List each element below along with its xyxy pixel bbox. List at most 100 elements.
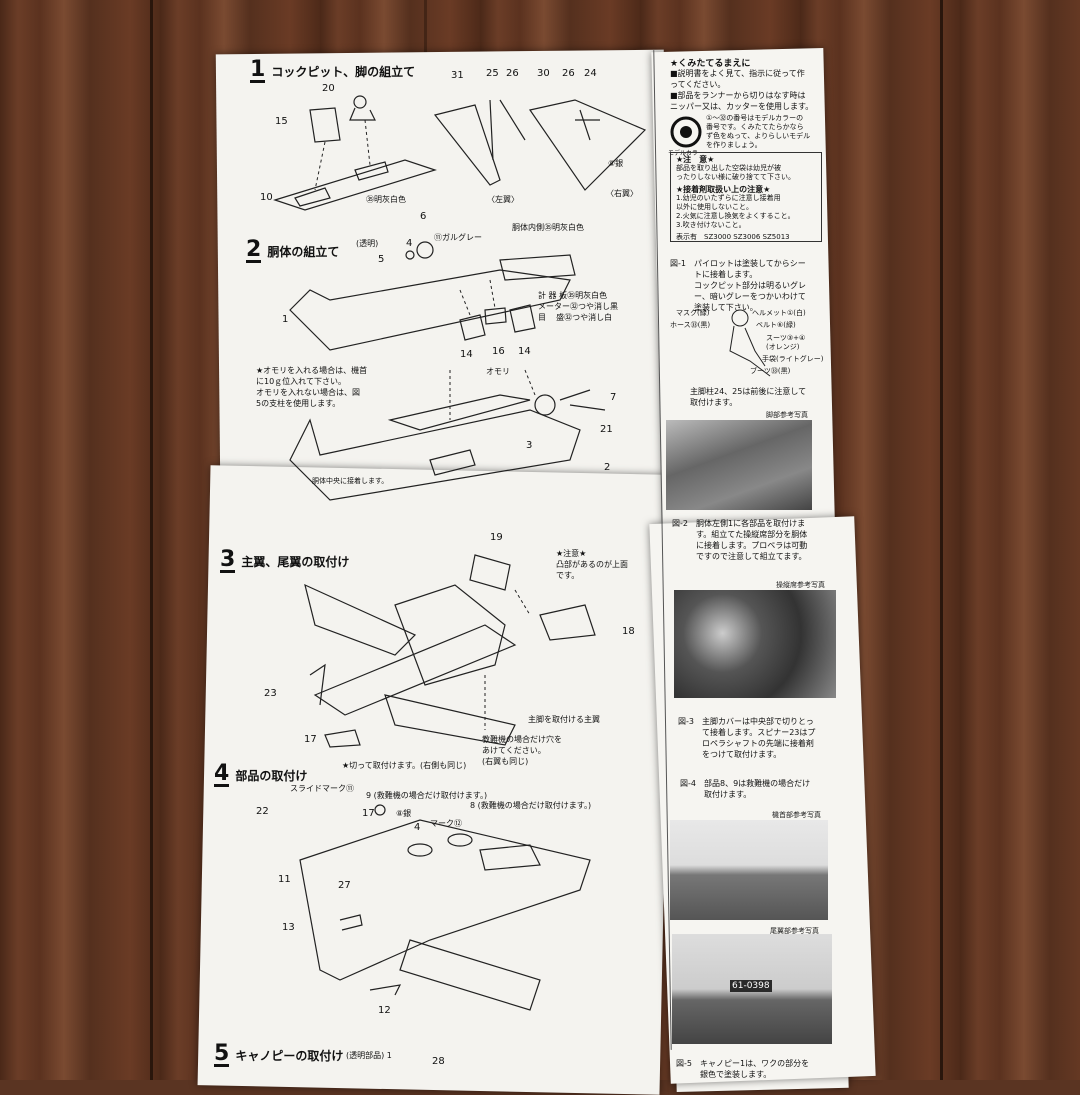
part-label: 1 [282,314,289,325]
nose-reference-photo [670,820,828,920]
part-label: 31 [451,70,464,81]
step-number: 3 [220,547,236,573]
step-title: キャノピーの取付け [235,1049,344,1063]
glue-caution-text: 1.幼児のいたずらに注意し接着用 以外に使用しないこと。 2.火気に注意し換気を… [676,194,795,229]
clear-part-label: (透明) [356,239,379,248]
step-number: 5 [214,1041,230,1067]
part-label: 15 [275,116,288,127]
part-label: 9 (救難機の場合だけ取付けます。) [366,791,488,800]
figure-1-note: 図-1 パイロットは塗装してからシー トに接着します。 コックピット部分は明るい… [670,259,806,312]
part-label: 3 [526,440,533,451]
main-gear-label: 主脚を取付ける主翼 [528,715,600,724]
gauge-paint-note: 計 器 板㉟明灰白色 メーター㉜つや消し黒 目 盛㉜つや消し白 [538,291,618,322]
before-assembly-note-2: ■部品をランナーから切りはなす時は ニッパー又は、カッターを使用します。 [670,91,814,111]
glue-caution-title: ★接着剤取扱い上の注意★ [676,185,771,194]
figure-5-note: 図-5 キャノピー1は、ワクの部分を 銀色で塗装します。 [676,1059,810,1079]
paint-label: ⑧銀 [396,809,412,818]
step-2-header: 2 胴体の組立て [246,237,339,263]
photo-caption: 機首部参考写真 [772,811,821,819]
part-label: 6 [420,211,427,222]
caution-text: 部品を取り出した空袋は幼児が被 ったりしない様に破り捨てて下さい。 [676,164,795,181]
part-label: 4 [406,238,413,249]
step-number: 2 [246,237,262,263]
pilot-part-label: ホース㉝(黒) [670,321,711,329]
model-color-note: ①〜㉜の番号はモデルカラーの 番号です。くみたてたらかなら ず色をぬって、よりら… [706,114,811,149]
paint-label: ㉟明灰白色 [366,195,406,204]
weight-label: オモリ [486,367,510,376]
step-number: 4 [214,761,230,787]
part-label: 23 [264,688,277,699]
part-label: 26 [506,68,519,79]
part-label: 14 [460,349,473,360]
mark-label: マーク⑫ [430,819,462,828]
before-assembly-title: ★くみたてるまえに [670,59,751,69]
part-label: 16 [492,346,505,357]
model-color-logo-icon [670,116,702,148]
paint-label: ⑧銀 [608,159,624,168]
figure-2-note: 図-2 胴体左側1に各部品を取付けま す。組立てた操縦席部分を胴体 に接着します… [672,519,808,561]
step-title: 主翼、尾翼の取付け [241,555,350,569]
part-label: 19 [490,532,503,543]
step-title: 部品の取付け [235,769,308,783]
plank-seam [150,0,153,1080]
figure-3-note: 図-3 主脚カバーは中央部で切りとっ て接着します。スピナー23はプ ロペラシャ… [678,717,816,759]
part-label: 8 (救難機の場合だけ取付けます。) [470,801,592,810]
plank-seam [940,0,943,1080]
model-color-logo-text: モデルカラー [668,150,704,157]
step-number: 1 [250,57,266,83]
slide-mark-label: スライドマーク⑪ [290,784,354,793]
weight-note: ★オモリを入れる場合は、機首 に10ｇ位入れて下さい。 オモリを入れない場合は、… [256,366,368,408]
wing-tail-assembly-diagram [304,554,596,748]
step-4-header: 4 部品の取付け [214,761,308,787]
paint-label: 胴体内側㉟明灰白色 [512,223,584,232]
product-codes: 表示有 SZ3000 SZ3006 SZ5013 [676,233,790,241]
clear-part-label: (透明部品) 1 [346,1051,392,1060]
wing-label: 〈左翼〉 [487,195,519,204]
part-label: 4 [414,822,421,833]
step-5-header: 5 キャノピーの取付け [214,1041,344,1067]
part-label: 21 [600,424,613,435]
part-label: 27 [338,880,351,891]
cockpit-reference-photo [674,590,836,698]
part-label: 14 [518,346,531,357]
part-label: 28 [432,1056,445,1067]
part-label: 10 [260,192,273,203]
part-label: 5 [378,254,385,265]
figure-4-note: 図-4 部品8、9は救難機の場合だけ 取付けます。 [680,779,811,799]
pilot-part-label: マスク(緑) [676,309,710,317]
gear-note: 主脚柱24、25は前後に注意して 取付けます。 [690,387,807,407]
part-label: 2 [604,462,611,473]
step-title: コックピット、脚の組立て [271,65,416,79]
part-label: 24 [584,68,597,79]
aircraft-registration: 61-0398 [730,980,772,992]
part-label: 22 [256,806,269,817]
caution-title: ★注 意★ [676,155,715,164]
photo-caption: 操縦席参考写真 [776,581,825,589]
step-1-header: 1 コックピット、脚の組立て [250,57,416,83]
part-label: 11 [278,874,291,885]
part-label: 17 [362,808,375,819]
photo-caption: 脚部参考写真 [766,411,808,419]
pilot-part-label: ヘルメット①(白) [752,309,806,317]
part-label: 18 [622,626,635,637]
before-assembly-note-1: ■説明書をよく見て、指示に従って作 ってください。 [670,69,805,89]
part-label: 12 [378,1005,391,1016]
cut-note: ★切って取付けます。(右側も同じ) [342,761,467,770]
landing-gear-reference-photo [666,420,812,510]
cockpit-gear-diagram [273,95,647,211]
part-label: 20 [322,83,335,94]
pilot-part-label: ベルト⑥(緑) [756,321,796,329]
part-label: 7 [610,392,617,403]
fuselage-assembly-diagram [289,241,606,501]
drill-hole-note: 教難機の場合だけ穴を あけてください。 (右翼も同じ) [482,735,562,766]
paint-label: ⑪ガルグレー [434,233,482,242]
part-label: 25 [486,68,499,79]
pilot-part-label: 手袋(ライトグレー) [762,355,824,363]
wing-label: 〈右翼〉 [606,189,638,198]
photo-caption: 尾翼部参考写真 [770,927,819,935]
caution-note: ★注意★ 凸部があるのが上面 です。 [556,549,628,580]
caution-box [670,152,822,242]
part-label: 13 [282,922,295,933]
part-label: 30 [537,68,550,79]
pilot-part-label: ブーツ㉝(黒) [750,367,791,375]
